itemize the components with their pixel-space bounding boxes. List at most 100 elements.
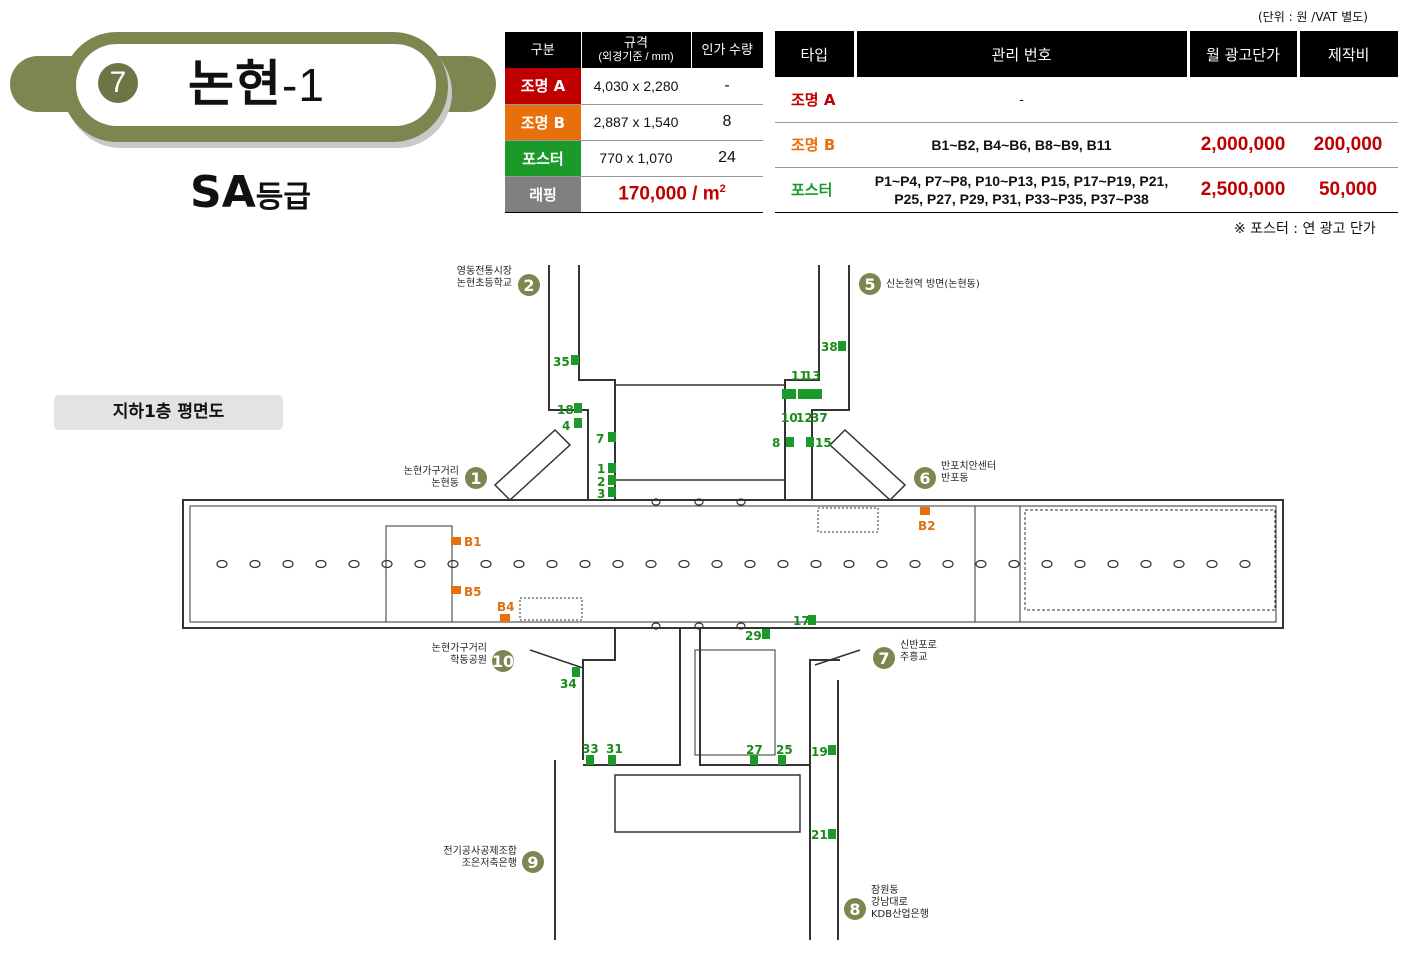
column: [579, 559, 591, 569]
price-header-row: 타입 관리 번호 월 광고단가 제작비: [775, 31, 1398, 77]
station-name: 논현-1: [188, 52, 325, 117]
exit-label: 반포동: [941, 472, 969, 484]
price-monthly: [1188, 77, 1298, 123]
exit-number: 5: [864, 275, 875, 294]
column: [744, 559, 756, 569]
poster-marker: [798, 389, 806, 399]
exit-label: KDB산업은행: [871, 907, 929, 920]
column: [1206, 559, 1218, 569]
poster-marker: [572, 667, 580, 677]
exit-label: 반포치안센터: [941, 460, 996, 472]
spec-quantity: -: [691, 68, 763, 105]
price-codes: -: [855, 77, 1188, 123]
price-type-poster: 포스터: [775, 167, 855, 213]
price-row-light-b: 조명 B B1~B2, B4~B6, B8~B9, B11 2,000,000 …: [775, 122, 1398, 168]
price-header-codes: 관리 번호: [853, 31, 1188, 77]
poster-label: 37: [811, 411, 828, 425]
exit-label: 논현가구거리: [432, 642, 487, 654]
price-row-light-a: 조명 A -: [775, 77, 1398, 123]
wrapping-price-text: 170,000 / m: [618, 183, 720, 205]
station-name-suffix: -1: [282, 59, 325, 111]
column: [1140, 559, 1152, 569]
spec-table: 구분 규격(외경기준 / mm) 인가 수량 조명 A 4,030 x 2,28…: [505, 32, 763, 213]
poster-label: 27: [746, 743, 763, 757]
column: [736, 622, 746, 630]
exit-number-icon: [873, 647, 895, 669]
poster-marker: [782, 389, 790, 399]
spec-wrapping-price: 170,000 / m2: [581, 176, 763, 213]
column: [843, 559, 855, 569]
poster-label: 19: [811, 745, 828, 759]
exit-number: 1: [470, 469, 481, 488]
price-codes-line1: P1~P4, P7~P8, P10~P13, P15, P17~P19, P21…: [874, 172, 1169, 189]
exit-label: 주흥교: [900, 650, 928, 663]
poster-label: 29: [745, 629, 762, 643]
grade-suffix: 등급: [255, 180, 311, 215]
spec-header-size-text: 규격: [624, 35, 648, 50]
price-type-light-a: 조명 A: [775, 77, 855, 123]
poster-marker: [571, 355, 579, 365]
price-monthly: 2,500,000: [1188, 167, 1298, 213]
price-production: 200,000: [1298, 122, 1398, 168]
grade-text: SA: [190, 167, 256, 218]
light-b-marker: [500, 614, 510, 622]
column: [876, 559, 888, 569]
column: [651, 498, 661, 506]
spec-label-light-b: 조명 B: [505, 104, 581, 141]
exit-number: 7: [878, 649, 889, 668]
poster-label: 17: [793, 614, 810, 628]
exit-number-icon: [518, 274, 540, 296]
price-production: 50,000: [1298, 167, 1398, 213]
price-codes: B1~B2, B4~B6, B8~B9, B11: [855, 122, 1188, 168]
poster-label: 18: [557, 403, 574, 417]
inner-room-right: [974, 505, 1021, 623]
corridor-exit8: [809, 659, 840, 940]
poster-marker: [828, 745, 836, 755]
poster-label: 21: [811, 828, 828, 842]
poster-label: 35: [553, 355, 570, 369]
poster-marker: [778, 755, 786, 765]
column: [216, 559, 228, 569]
price-header-production: 제작비: [1296, 31, 1398, 77]
price-monthly: 2,000,000: [1188, 122, 1298, 168]
stair-exit10: [529, 649, 584, 669]
spec-header-category: 구분: [505, 32, 582, 68]
column: [694, 498, 704, 506]
poster-marker: [788, 389, 796, 399]
spec-row-light-b: 조명 B 2,887 x 1,540 8: [505, 104, 763, 141]
column: [777, 559, 789, 569]
poster-label: 15: [815, 436, 832, 450]
exit-number: 10: [492, 652, 514, 671]
column: [414, 559, 426, 569]
floor-label: 지하1층 평면도: [54, 395, 283, 430]
exit-label: 논현초등학교: [457, 277, 512, 289]
corridor-exit5-right: [811, 265, 850, 500]
poster-label: 25: [776, 743, 793, 757]
poster-marker: [608, 463, 616, 473]
column: [1008, 559, 1020, 569]
column: [381, 559, 393, 569]
column: [694, 622, 704, 630]
exit-label: 강남대로: [871, 896, 908, 908]
exit-number: 9: [527, 853, 538, 872]
concourse-outer-wall: [182, 499, 1284, 629]
poster-marker: [762, 629, 770, 639]
lower-room-right-wall: [699, 628, 810, 766]
poster-label: 8: [772, 436, 780, 450]
column: [711, 559, 723, 569]
wrapping-price-sup: 2: [719, 182, 726, 195]
poster-label: 10: [781, 411, 798, 425]
exit-number: 8: [849, 900, 860, 919]
lower-room: [614, 774, 801, 833]
exit-number-icon: [859, 273, 881, 295]
column: [348, 559, 360, 569]
column: [1074, 559, 1086, 569]
poster-marker: [838, 341, 846, 351]
light-b-label: B2: [918, 519, 936, 533]
exit-number-icon: [492, 650, 514, 672]
poster-marker: [608, 487, 616, 497]
light-b-label: B4: [497, 600, 515, 614]
